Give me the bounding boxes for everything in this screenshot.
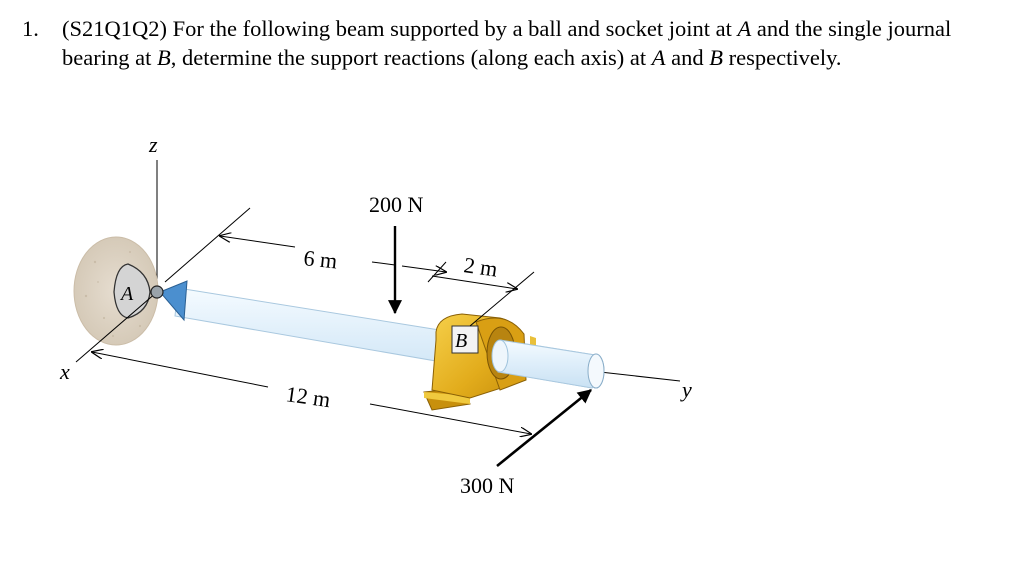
- dim-2m-arrow: [431, 275, 517, 289]
- z-axis-label: z: [148, 132, 158, 157]
- socket-cone: [159, 280, 188, 322]
- dim-6m-extension: [164, 207, 251, 283]
- dim-6m-line-left: [220, 236, 296, 248]
- dim-6m-label: 6 m: [302, 245, 338, 273]
- problem-statement: 1. (S21Q1Q2) For the following beam supp…: [22, 14, 1012, 72]
- force-300n-arrow: [496, 388, 592, 468]
- problem-number: 1.: [22, 16, 39, 41]
- dim-2m-tick: [427, 261, 447, 283]
- x-axis-line: [75, 291, 158, 363]
- dim-2m-extension: [469, 271, 535, 327]
- support-a-label: A: [119, 283, 134, 305]
- problem-text: (S21Q1Q2) For the following beam support…: [62, 16, 952, 70]
- force-200n-label: 200 N: [369, 192, 424, 217]
- dim-12m-label: 12 m: [284, 381, 332, 412]
- ball-socket-plate: [113, 263, 151, 319]
- x-axis-label: x: [59, 359, 70, 384]
- dim-6m-line-right: [371, 261, 396, 266]
- bearing-b-label: B: [455, 330, 467, 352]
- y-axis-label: y: [680, 377, 692, 402]
- problem-code: (S21Q1Q2): [62, 16, 167, 41]
- dim-2m-line: [401, 265, 446, 272]
- dim-2m-label: 2 m: [462, 252, 499, 281]
- force-300n-label: 300 N: [460, 473, 515, 498]
- socket-ball: [150, 285, 164, 299]
- dim-12m-line-left: [92, 352, 269, 388]
- shaft-section-b: [491, 339, 509, 373]
- y-axis-line: [599, 371, 681, 382]
- dim-12m-line-right: [369, 403, 531, 434]
